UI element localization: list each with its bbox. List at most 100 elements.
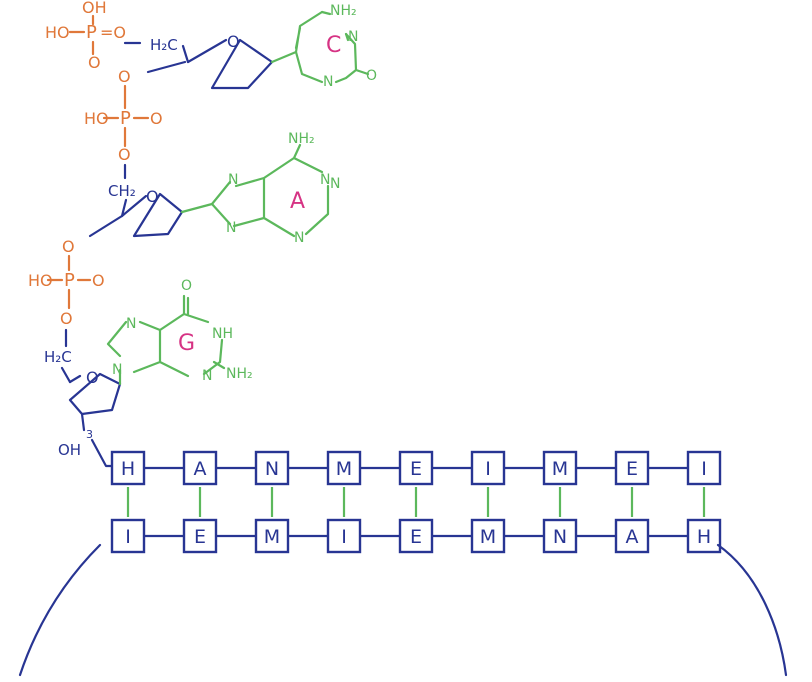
phosphate-p-label: P — [64, 270, 75, 291]
base-amine-label-1: NH₂ — [330, 3, 357, 19]
bottom-strand-letter: H — [697, 526, 711, 548]
phosphate-bonds-2 — [102, 84, 150, 148]
base-n4-label-2: N — [330, 176, 340, 192]
phosphate-right-o-label: O — [150, 109, 163, 128]
top-strand-box — [542, 450, 578, 486]
linker-label-3: H₂C — [44, 348, 72, 366]
bottom-strand-box — [686, 518, 722, 554]
base-n3-label-2: N — [320, 172, 330, 188]
top-strand-box — [686, 450, 722, 486]
base-n5-label-2: N — [294, 230, 304, 246]
bottom-strand-box — [542, 518, 578, 554]
base-bonds-1 — [320, 10, 350, 42]
linker-bonds-3 — [60, 328, 72, 384]
ring-oxygen-label-1: O — [227, 32, 240, 51]
top-strand-box — [182, 450, 218, 486]
phosphate-ho-label: HO — [45, 23, 70, 42]
linker-bonds-1 — [123, 41, 190, 74]
phosphate-p-label: P — [120, 108, 131, 129]
linker-bonds-2 — [88, 163, 128, 238]
base-letter-g: G — [178, 331, 195, 356]
base-n2-label-3: N — [112, 362, 122, 378]
top-strand-letter: E — [410, 458, 422, 480]
bottom-strand-letter: E — [194, 526, 206, 548]
linker-label-1: H₂C — [150, 36, 178, 54]
bottom-strand-box — [110, 518, 146, 554]
sugar-ring-1 — [186, 38, 274, 90]
top-strand-letter: N — [265, 458, 279, 480]
nucleotide-cytosine: OH HO P =O O H₂C O NH₂ N N O C — [45, 0, 377, 90]
phosphate-ho-label: HO — [84, 109, 109, 128]
bottom-strand-letter: N — [553, 526, 567, 548]
phosphate-p-label: P — [86, 22, 97, 43]
top-strand-letter: I — [485, 458, 491, 480]
phosphate-ho-label: HO — [28, 271, 53, 290]
top-strand-box — [326, 450, 362, 486]
left-strand-tail — [18, 543, 102, 677]
base-n1-label-3: N — [126, 316, 136, 332]
top-strand-letter: M — [336, 458, 352, 480]
ring-oxygen-label-2: O — [146, 187, 159, 206]
bottom-strand-box — [254, 518, 290, 554]
phosphate-group-3: O HO P O O — [28, 237, 105, 328]
base-carbonyl-label-3: O — [181, 278, 192, 294]
base-carbonyl-label-1: O — [366, 68, 377, 84]
phosphate-bonds-1 — [68, 14, 95, 56]
phosphate-double-bond-o-label: =O — [100, 23, 126, 42]
phosphate-group-1: OH HO P =O O — [45, 0, 126, 72]
bottom-strand-letter: I — [341, 526, 347, 548]
bottom-strand-letter: I — [125, 526, 131, 548]
top-strand-letter: M — [552, 458, 568, 480]
bottom-strand-box — [182, 518, 218, 554]
hydroxyl-label: OH — [58, 441, 81, 459]
phosphate-bottom-o-label: O — [118, 145, 131, 164]
base-atoms-3: O NH NH₂ N N N — [112, 278, 253, 384]
bottom-strand-letter: E — [410, 526, 422, 548]
sugar-ring-2 — [120, 192, 184, 238]
letter-ladder: H A N M E I M E I I E M I E M N A H — [110, 450, 722, 554]
three-prime-label: 3 — [86, 428, 93, 441]
ring-oxygen-label-3: O — [86, 368, 99, 387]
bottom-strand-letter: M — [480, 526, 496, 548]
base-amine-label-3: NH₂ — [226, 366, 253, 382]
base-n1-label-1: N — [348, 29, 358, 45]
bottom-strand-box — [614, 518, 650, 554]
base-ring-1 — [294, 10, 370, 84]
phosphate-bonds-3 — [46, 254, 92, 310]
top-strand-box — [614, 450, 650, 486]
sugar-ring-3 — [68, 372, 122, 432]
base-ring-2 — [210, 143, 330, 238]
bottom-strand-box — [326, 518, 362, 554]
top-strand-box — [110, 450, 146, 486]
base-atoms-2: NH₂ N N N N N — [226, 131, 340, 246]
phosphate-bottom-o-label: O — [88, 53, 101, 72]
bottom-strand-box — [398, 518, 434, 554]
base-amine-label-2: NH₂ — [288, 131, 315, 147]
top-strand-letter: E — [626, 458, 638, 480]
phosphate-right-o-label: O — [92, 271, 105, 290]
top-strand-letter: H — [121, 458, 135, 480]
phosphate-group-2: O HO P O O — [84, 67, 163, 164]
top-strand-letter: I — [701, 458, 707, 480]
bottom-strand-letter: M — [264, 526, 280, 548]
top-strand-letter: A — [194, 458, 207, 480]
base-n2-label-2: N — [226, 220, 236, 236]
base-n1-label-2: N — [228, 172, 238, 188]
phosphate-top-o-label: O — [62, 237, 75, 256]
base-atoms-1: NH₂ N N O — [323, 3, 377, 90]
glycosidic-bond-2 — [180, 202, 214, 214]
nucleotide-guanine: O HO P O O H₂C O OH 3 O NH NH₂ N N N G — [28, 237, 253, 468]
bottom-strand-letter: A — [626, 526, 639, 548]
bottom-strand-box — [470, 518, 506, 554]
nucleotide-adenine: O HO P O O CH₂ O NH₂ N N N N N A — [84, 67, 340, 246]
linker-label-2: CH₂ — [108, 182, 136, 200]
top-strand-box — [398, 450, 434, 486]
right-strand-tail — [716, 543, 788, 677]
base-nh-label-3: NH — [212, 326, 233, 342]
base-letter-c: C — [326, 33, 341, 58]
three-prime-bond — [90, 438, 116, 468]
phosphate-oh-label: OH — [82, 0, 107, 17]
base-n2-label-1: N — [323, 74, 333, 90]
glycosidic-bond-1 — [270, 50, 298, 64]
